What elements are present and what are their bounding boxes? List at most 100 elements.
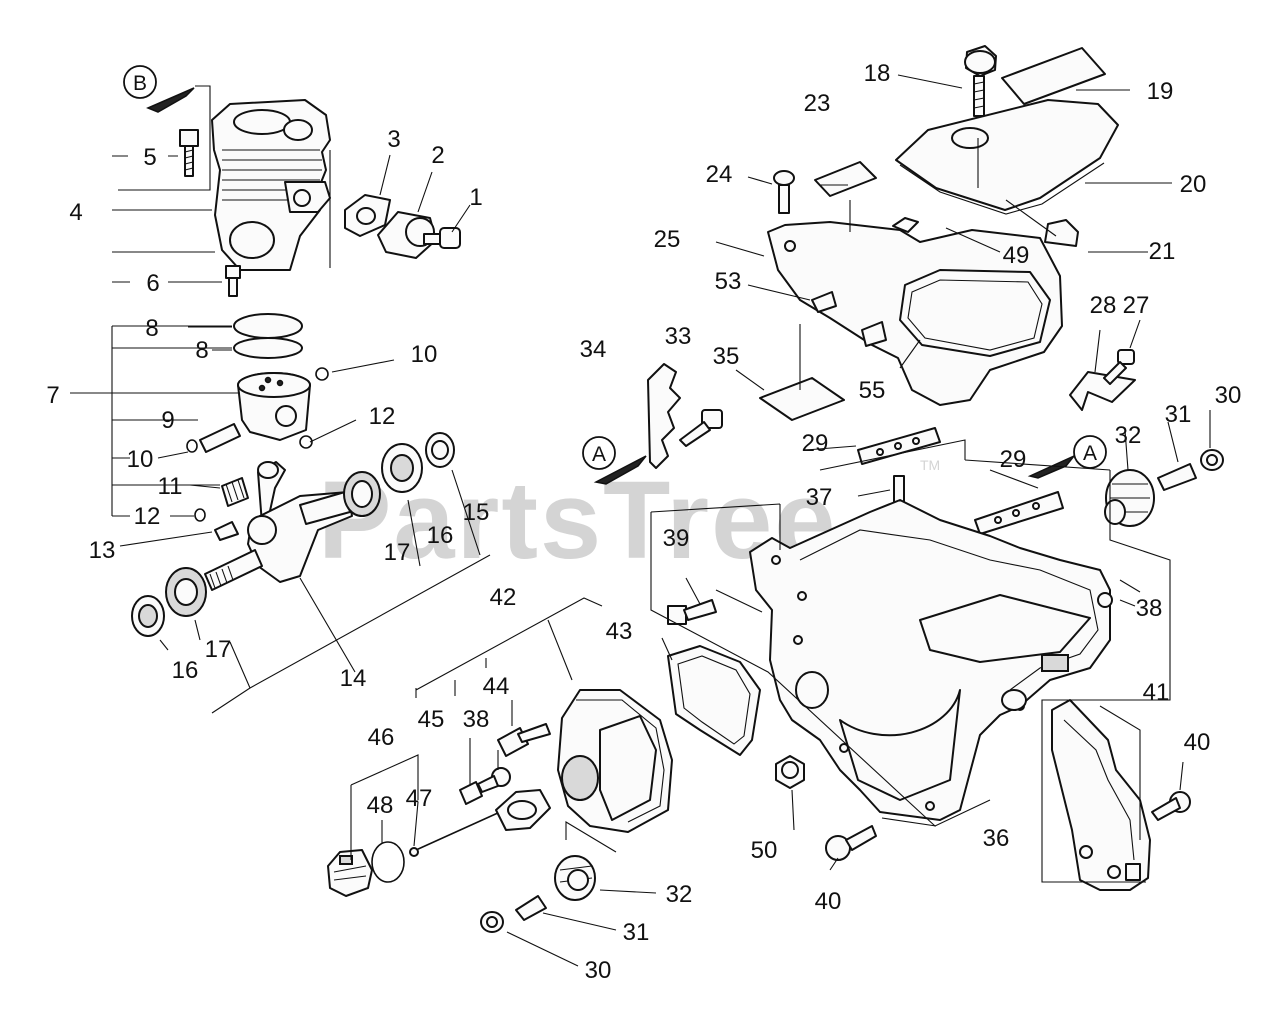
callout-53: 53: [715, 268, 742, 295]
callout-16b: 16: [172, 657, 199, 684]
screw-40-right-part: [1151, 791, 1191, 821]
callout-55: 55: [859, 377, 886, 404]
knob-18-part: [964, 45, 997, 117]
callout-25: 25: [654, 226, 681, 253]
callout-37: 37: [806, 484, 833, 511]
ring-8b-part: [233, 337, 303, 359]
callout-27: 27: [1123, 292, 1150, 319]
callout-20: 20: [1180, 171, 1207, 198]
callout-43: 43: [606, 618, 633, 645]
nipple-45-part: [459, 775, 499, 805]
callout-24: 24: [706, 161, 733, 188]
cap-30-lower-part: [480, 911, 504, 933]
bracket-29-lower-part: [974, 491, 1064, 535]
side-cover-part: [557, 689, 673, 833]
seal-16-lower-part: [131, 595, 165, 637]
screw-33-part: [679, 409, 723, 447]
callout-labels: 1 2 3 4 5 6 7 8 8 9 10 10 11 12 12 13 14…: [46, 60, 1241, 984]
damper-32-lower-part: [554, 855, 596, 901]
bushing-50-part: [775, 755, 805, 789]
damper-32-right-part: [1104, 469, 1155, 527]
view-marker-a-left: A: [582, 436, 647, 485]
callout-31a: 31: [1165, 401, 1192, 428]
cap-30-right-part: [1200, 449, 1224, 471]
callout-30b: 30: [585, 957, 612, 984]
callout-40b: 40: [815, 888, 842, 915]
bolt-6-part: [225, 265, 241, 297]
label-35-part: [759, 377, 845, 421]
callout-39: 39: [663, 525, 690, 552]
callout-31b: 31: [623, 919, 650, 946]
plug-21-part: [1044, 219, 1079, 247]
callout-42: 42: [490, 584, 517, 611]
callout-48: 48: [367, 792, 394, 819]
callout-6: 6: [146, 270, 159, 297]
screw-31-right-part: [1157, 463, 1197, 491]
seal-16-upper-part: [381, 443, 423, 493]
bracket-41-part: [1051, 699, 1151, 891]
callout-29a: 29: [802, 430, 829, 457]
callout-23: 23: [804, 90, 831, 117]
callout-29b: 29: [1000, 446, 1027, 473]
callout-14: 14: [340, 665, 367, 692]
bracket-29-upper-part: [857, 427, 941, 465]
bracket-28-part: [1069, 371, 1136, 411]
air-housing-part: [767, 217, 1063, 406]
callout-9: 9: [161, 407, 174, 434]
callout-3: 3: [387, 126, 400, 153]
bolt-5-part: [179, 129, 199, 177]
callout-49: 49: [1003, 242, 1030, 269]
label-19-part: [1001, 47, 1106, 105]
callout-8a: 8: [145, 315, 158, 342]
seal-15-part: [425, 432, 455, 468]
callout-50: 50: [751, 837, 778, 864]
svg-text:B: B: [133, 72, 147, 95]
oil-cap-46-part: [327, 849, 373, 897]
callout-46: 46: [368, 724, 395, 751]
callout-44: 44: [483, 673, 510, 700]
piston-part: [237, 372, 311, 441]
svg-text:A: A: [592, 443, 606, 466]
screw-27-part: [1103, 349, 1135, 385]
callout-7: 7: [46, 382, 59, 409]
screw-31-lower-part: [515, 895, 547, 921]
bearing-17-lower-part: [165, 567, 207, 617]
callout-1: 1: [469, 184, 482, 211]
callout-33: 33: [665, 323, 692, 350]
crankshaft-part: [204, 461, 353, 591]
view-marker-b: B: [123, 65, 195, 113]
callout-10a: 10: [411, 341, 438, 368]
callout-11: 11: [158, 473, 183, 500]
callout-19: 19: [1147, 78, 1174, 105]
callout-12a: 12: [369, 403, 396, 430]
watermark-trademark: TM: [920, 457, 940, 473]
callout-40a: 40: [1184, 729, 1211, 756]
gasket-43-part: [667, 645, 761, 756]
view-marker-a-right: A: [1027, 435, 1107, 479]
callout-15: 15: [463, 499, 490, 526]
callout-38a: 38: [1136, 595, 1163, 622]
screw-40-lower-part: [825, 825, 877, 861]
screw-1-part: [423, 227, 461, 249]
callout-34: 34: [580, 336, 607, 363]
screw-24-part: [773, 170, 795, 214]
callout-17b: 17: [205, 636, 232, 663]
callout-41: 41: [1143, 679, 1170, 706]
piston-pin-part: [199, 423, 241, 453]
callout-32b: 32: [666, 881, 693, 908]
callout-35: 35: [713, 343, 740, 370]
callout-16a: 16: [427, 522, 454, 549]
callout-28: 28: [1090, 292, 1117, 319]
cylinder-part: [211, 99, 331, 271]
callout-2: 2: [431, 142, 444, 169]
callout-8b: 8: [195, 337, 208, 364]
svg-text:A: A: [1083, 442, 1097, 465]
callout-32a: 32: [1115, 422, 1142, 449]
top-cover-part: [895, 99, 1119, 215]
callout-17a: 17: [384, 539, 411, 566]
chain-catcher-part: [647, 363, 681, 469]
callout-47: 47: [406, 785, 433, 812]
callout-21: 21: [1149, 238, 1176, 265]
callout-12b: 12: [134, 503, 161, 530]
